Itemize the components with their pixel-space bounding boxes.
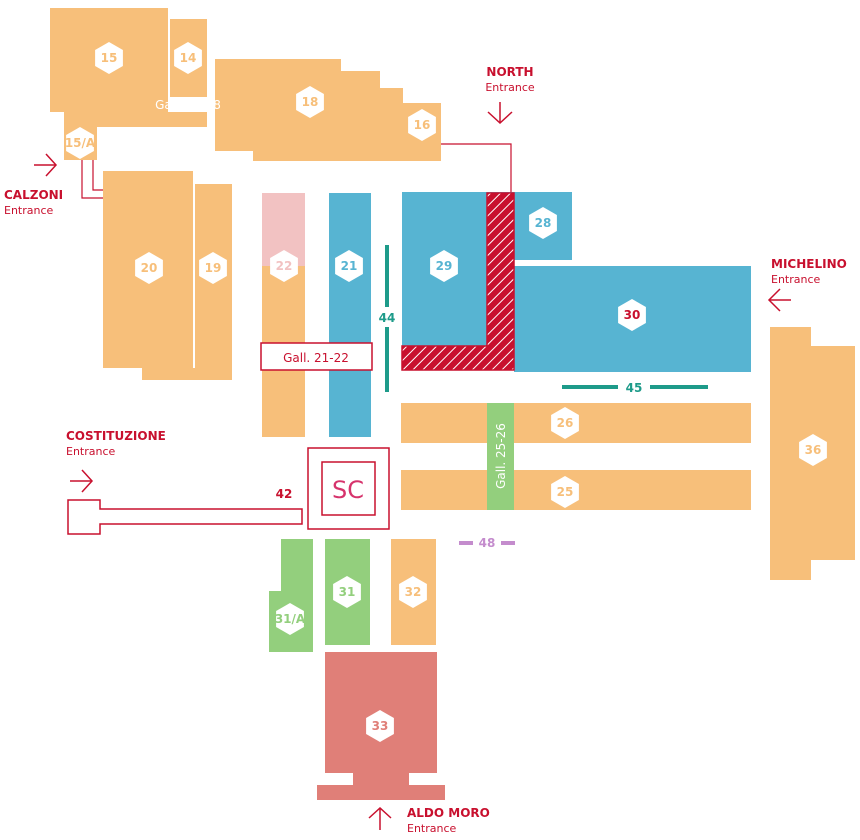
arrow-right-icon [34, 153, 58, 177]
calzoni-connector-line [81, 160, 104, 199]
pavilion-hexagon-marker [551, 407, 579, 439]
gallery-25-26-label: Gall. 25-26 [494, 423, 508, 489]
pavilion-hexagon-marker [335, 250, 363, 282]
aldo-moro-entrance-name: ALDO MORO [407, 806, 490, 820]
pavilion-label-31: 31 [339, 585, 356, 599]
pavilion-label-14: 14 [180, 51, 197, 65]
pavilion-hexagon-marker [529, 207, 557, 239]
pavilion-28-separator [514, 260, 572, 266]
aldo-moro-entrance-sub: Entrance [407, 822, 457, 835]
pavilion-hexagon-marker [296, 86, 324, 118]
pavilion-label-22: 22 [276, 259, 293, 273]
pavilion-33-base [317, 785, 445, 800]
gallery-45-label: 45 [626, 381, 643, 395]
north-connector-line [441, 143, 512, 193]
gallery-48-label: 48 [479, 536, 496, 550]
michelino-entrance-sub: Entrance [771, 273, 821, 286]
north-entrance[interactable]: NORTH Entrance [485, 65, 535, 125]
pavilion-hexagon-marker [430, 250, 458, 282]
pavilion-label-31a: 31/A [275, 612, 306, 626]
pavilion-hexagon-marker [399, 576, 427, 608]
calzoni-entrance-sub: Entrance [4, 204, 54, 217]
service-center-label: SC [332, 476, 364, 504]
north-entrance-name: NORTH [486, 65, 533, 79]
pavilion-label-26: 26 [557, 416, 574, 430]
pavilion-hexagon-marker [366, 710, 394, 742]
arrow-up-icon [368, 806, 392, 830]
pavilion-hexagon-marker [199, 252, 227, 284]
gallery-25-26-block[interactable] [487, 403, 514, 510]
pavilion-label-30: 30 [624, 308, 641, 322]
service-center-inner[interactable] [321, 461, 376, 516]
michelino-entrance[interactable]: MICHELINO Entrance [767, 257, 847, 312]
pavilion-label-15: 15 [101, 51, 118, 65]
pavilion-hexagon-marker [66, 127, 94, 159]
gallery-42-corridor[interactable] [67, 499, 303, 535]
michelino-entrance-name: MICHELINO [771, 257, 847, 271]
pavilion-hexagon-marker [270, 250, 298, 282]
gallery-21-22-label: Gall. 21-22 [283, 351, 349, 365]
gallery-48-label-bg [473, 534, 501, 552]
pavilion-hexagon-marker [551, 476, 579, 508]
connector-lines [81, 143, 512, 199]
pavilion-label-25: 25 [557, 485, 574, 499]
north-entrance-sub: Entrance [485, 81, 535, 94]
aldo-moro-entrance[interactable]: ALDO MORO Entrance [368, 806, 490, 835]
pavilion-hexagon-marker [618, 299, 646, 331]
pavilion-label-33: 33 [372, 719, 389, 733]
arrow-down-icon [487, 102, 513, 125]
pavilion-label-29: 29 [436, 259, 453, 273]
pavilion-label-32: 32 [405, 585, 422, 599]
costituzione-entrance[interactable]: COSTITUZIONE Entrance [66, 429, 166, 493]
pavilion-label-20: 20 [141, 261, 158, 275]
north-corridor-hatched[interactable] [401, 192, 515, 371]
costituzione-entrance-sub: Entrance [66, 445, 116, 458]
pavilion-label-21: 21 [341, 259, 358, 273]
pavilion-hexagon-marker [408, 109, 436, 141]
arrow-left-icon [767, 288, 791, 312]
pavilion-label-16: 16 [414, 118, 431, 132]
pavilion-label-19: 19 [205, 261, 222, 275]
gallery-15-18-label: Gall. 15-18 [155, 98, 221, 112]
calzoni-connector-line-2 [92, 160, 104, 191]
pavilion-label-18: 18 [302, 95, 319, 109]
arrow-right-icon [70, 469, 94, 493]
gallery-21-22-box[interactable] [260, 342, 373, 371]
pavilion-label-36: 36 [805, 443, 822, 457]
calzoni-entrance[interactable]: CALZONI Entrance [4, 153, 63, 217]
pavilion-label-15a: 15/A [65, 136, 96, 150]
pavilion-hexagon-marker [276, 603, 304, 635]
pavilion-hexagon-marker [95, 42, 123, 74]
calzoni-entrance-name: CALZONI [4, 188, 63, 202]
pavilion-18-annex [341, 71, 380, 88]
pavilion-33-neck [353, 773, 409, 785]
gallery-42-label: 42 [276, 487, 293, 501]
pavilion-label-28: 28 [535, 216, 552, 230]
gallery-44-label: 44 [379, 311, 396, 325]
pavilion-18-base [253, 151, 403, 161]
costituzione-entrance-name: COSTITUZIONE [66, 429, 166, 443]
pavilion-19-base [142, 368, 195, 380]
pavilion-hexagon-marker [174, 42, 202, 74]
pavilion-hexagon-marker [799, 434, 827, 466]
pavilion-18-extension [341, 88, 403, 151]
pavilion-21-block[interactable] [329, 193, 371, 437]
pavilion-hexagon-marker [333, 576, 361, 608]
gallery-15-18-block[interactable] [97, 112, 207, 127]
pavilion-31a-upper-block[interactable] [281, 539, 313, 591]
gallery-45-label-bg [618, 378, 650, 396]
gallery-44-label-bg [374, 307, 400, 327]
pavilion-hexagon-marker [135, 252, 163, 284]
